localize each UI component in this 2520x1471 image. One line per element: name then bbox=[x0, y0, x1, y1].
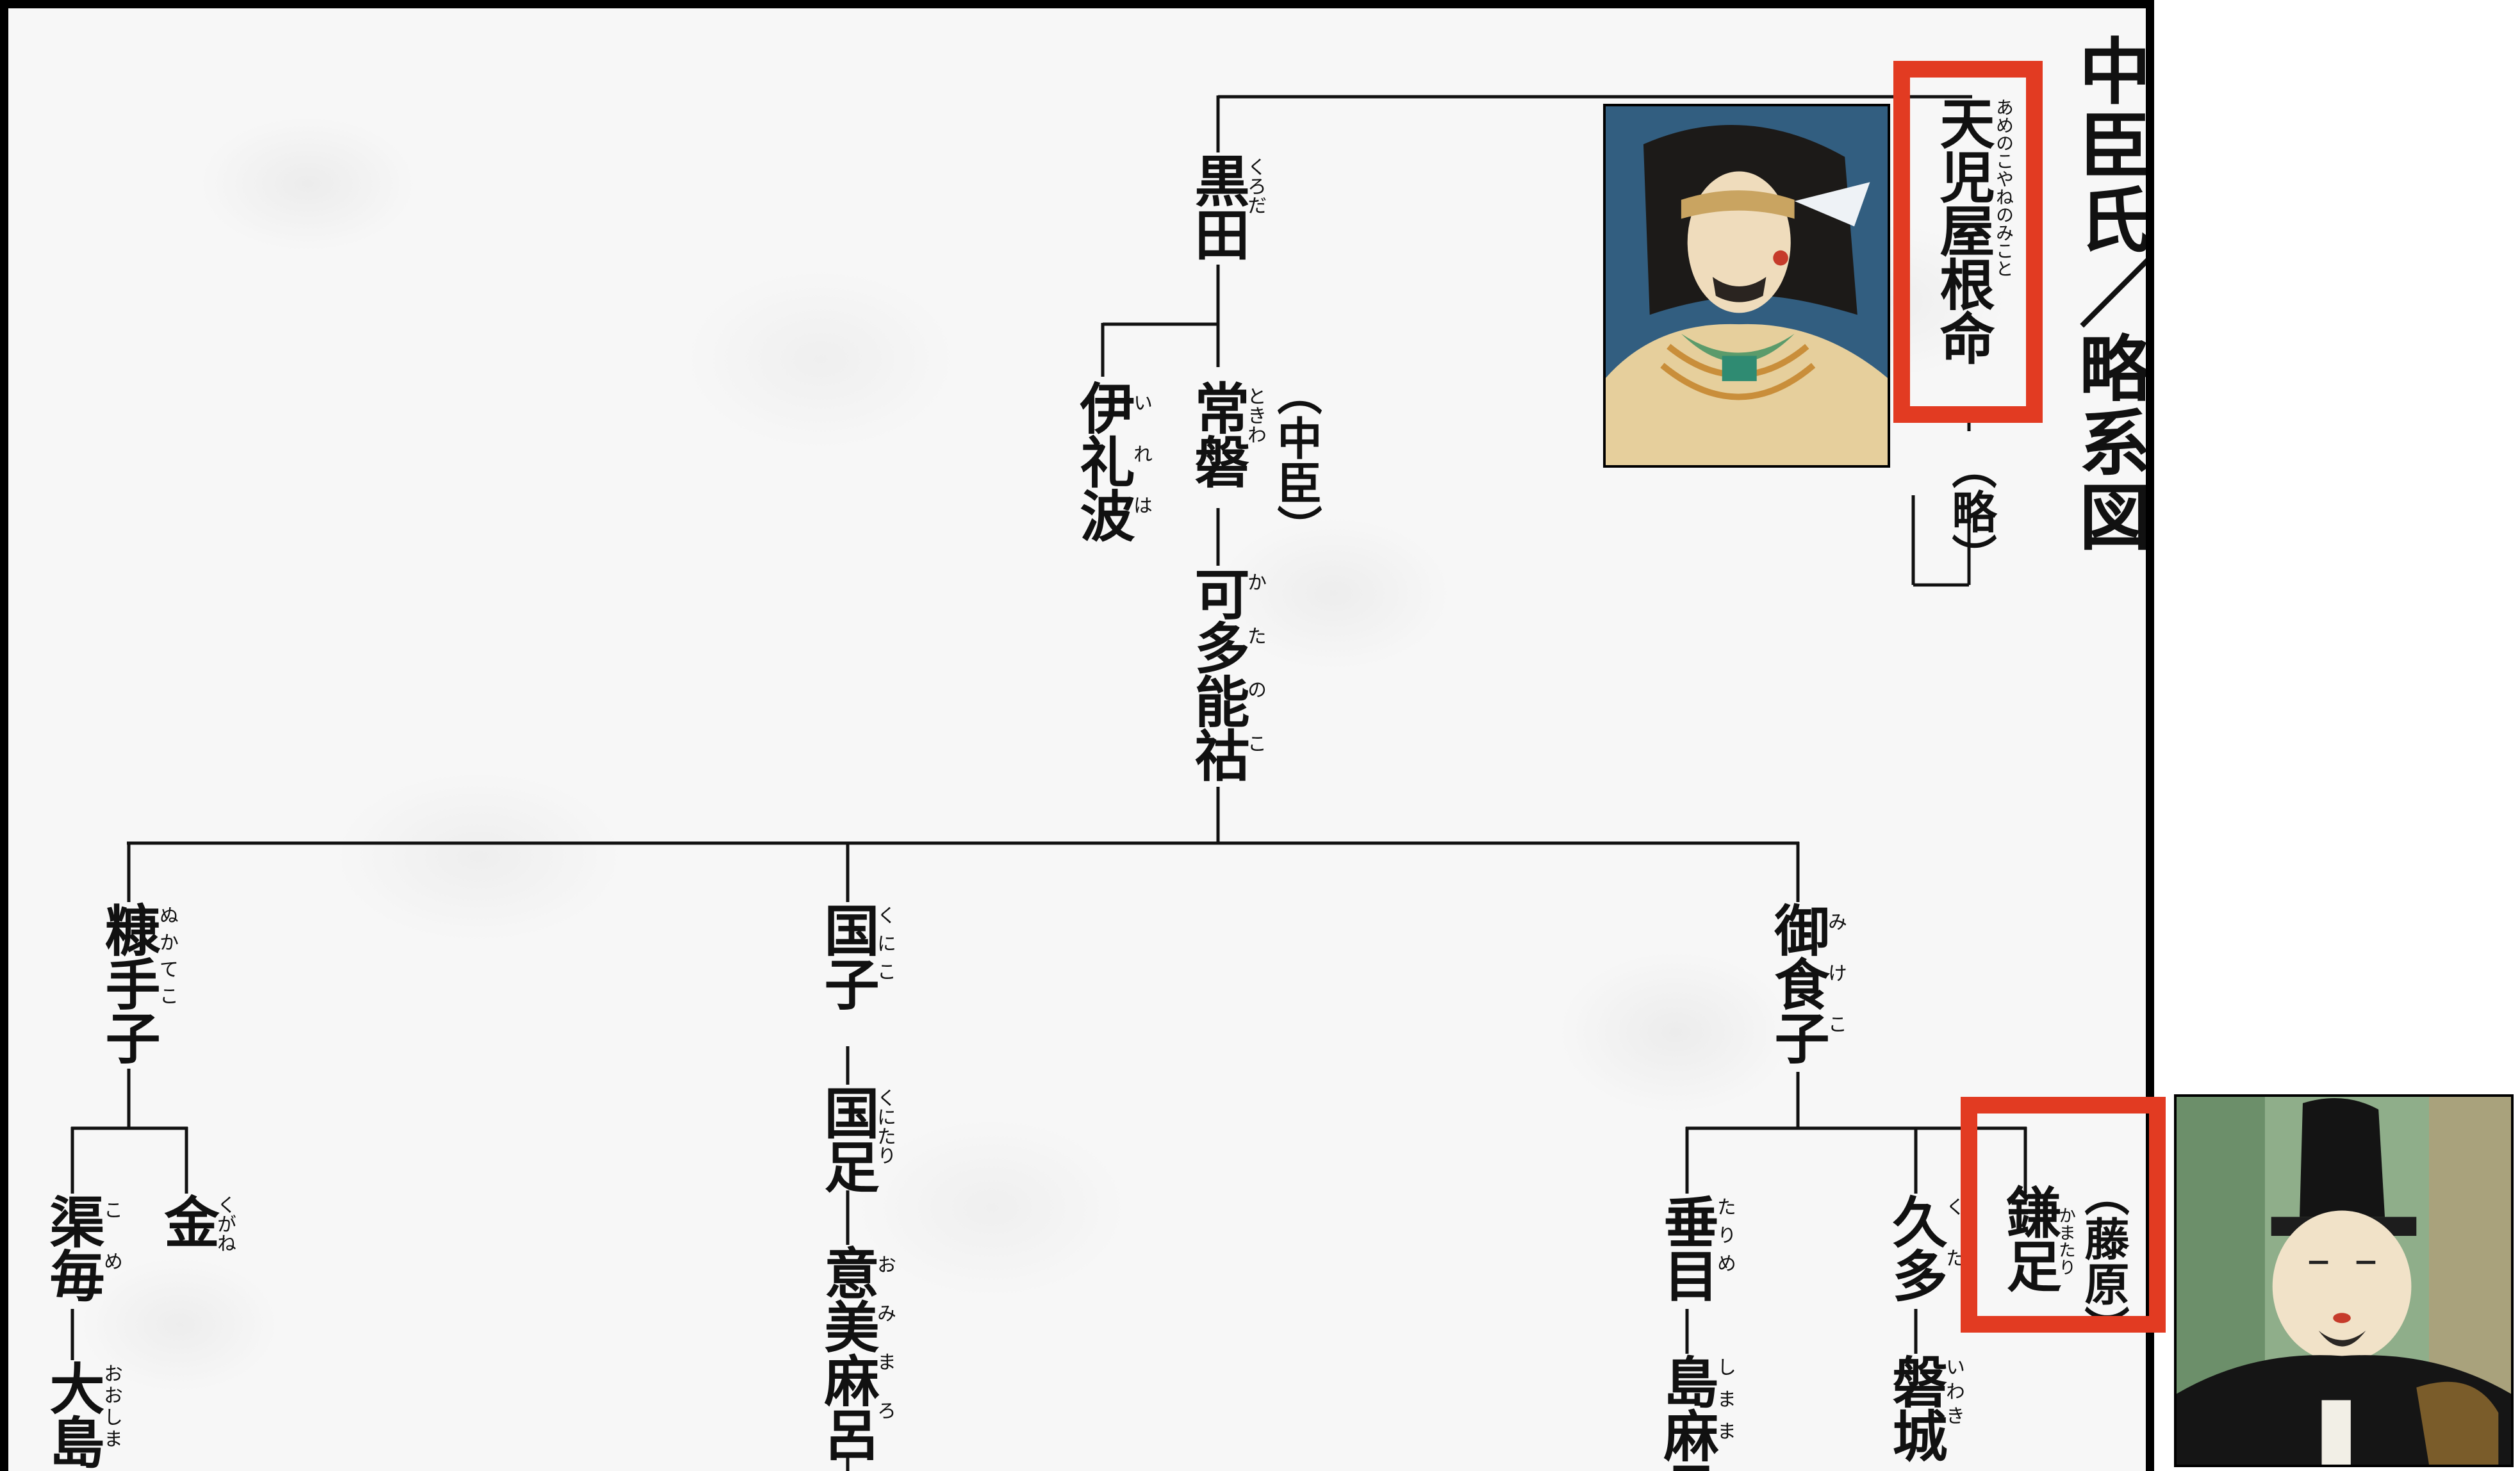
node-shimamaro: 島麻呂 bbox=[1654, 1354, 1718, 1471]
node-kuta: 久多 bbox=[1882, 1194, 1947, 1301]
node-iwaki: 磐城 bbox=[1882, 1354, 1947, 1461]
node-kuniko: 国子 bbox=[814, 902, 879, 1010]
note-nakatomi: （中臣） bbox=[1270, 370, 1323, 550]
node-tokiwa: 常磐 bbox=[1185, 380, 1249, 488]
highlight-kamatari bbox=[1961, 1097, 2166, 1333]
node-kunitari: 国足 bbox=[814, 1085, 879, 1192]
ruby-kuroda: くろだ bbox=[1244, 157, 1266, 215]
ruby-tarime: たりめ bbox=[1713, 1197, 1736, 1281]
ruby-kuniko: くにこ bbox=[873, 905, 896, 990]
node-kane: 金 bbox=[154, 1194, 219, 1247]
ruby-kome: こめ bbox=[100, 1200, 122, 1303]
chart-title: 中臣氏／略系図 bbox=[2067, 34, 2150, 554]
ruby-omimaro: おみまろ bbox=[873, 1254, 896, 1449]
ruby-mikeko: みけこ bbox=[1824, 912, 1847, 1065]
node-tarime: 垂目 bbox=[1654, 1194, 1718, 1301]
node-kamatari: 鎌足 bbox=[1997, 1184, 2061, 1292]
ancestor-name: 天児屋根命 bbox=[1930, 95, 1995, 364]
highlight-ancestor bbox=[1893, 61, 2043, 423]
node-katanoko: 可多能祜 bbox=[1185, 566, 1249, 781]
ruby-kunitari: くにたり bbox=[873, 1088, 896, 1165]
ruby-shimamaro: しまま bbox=[1713, 1357, 1736, 1453]
kamatari-portrait bbox=[2174, 1094, 2514, 1467]
ancestor-ruby: あめのこやねのみこと bbox=[1993, 98, 2014, 277]
node-kuroda: 黒田 bbox=[1185, 152, 1249, 260]
lineage-lines bbox=[70, 95, 2027, 1471]
ruby-nukateko: ぬかてこ bbox=[156, 905, 178, 1013]
ame-no-koyane-portrait bbox=[1603, 104, 1890, 468]
ruby-kamatari: かまたり bbox=[2055, 1206, 2075, 1276]
node-omimaro: 意美麻呂 bbox=[814, 1245, 879, 1460]
node-oshima: 大島 bbox=[40, 1360, 104, 1468]
ruby-katanoko: かたのこ bbox=[1244, 572, 1266, 787]
ruby-ireha: いれは bbox=[1130, 393, 1152, 546]
node-mikeko: 御食子 bbox=[1765, 902, 1829, 1064]
ruby-kane: くがね bbox=[213, 1195, 236, 1253]
ruby-tokiwa: ときわ bbox=[1244, 386, 1266, 444]
ruby-kuta: くた bbox=[1942, 1197, 1964, 1299]
node-nukateko: 糠手子 bbox=[95, 902, 160, 1064]
ancestor-omission-note: （略） bbox=[1945, 444, 1998, 579]
node-ireha: 伊礼波 bbox=[1070, 380, 1135, 541]
node-kome: 渠毎 bbox=[40, 1194, 104, 1301]
ruby-oshima: おおしま bbox=[100, 1363, 122, 1450]
ruby-iwaki: いわき bbox=[1942, 1357, 1964, 1430]
